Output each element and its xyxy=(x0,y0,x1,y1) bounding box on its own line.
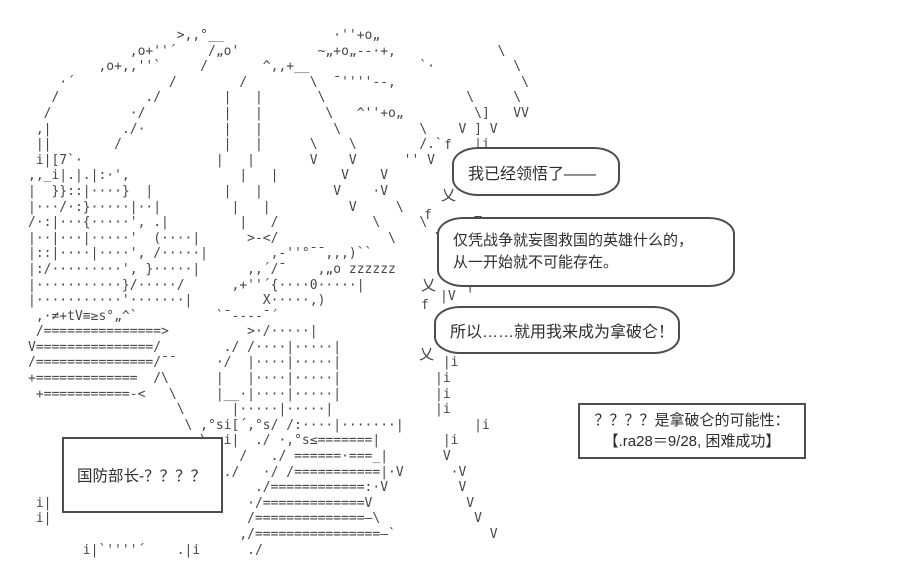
role-label-text: 国防部长-？？？？ xyxy=(77,468,207,485)
speech-bubble-2-text-line2: 从一开始就不可能存在。 xyxy=(453,254,619,271)
dice-result-box: ？？？？是拿破仑的可能性： 【.ra28＝9/28, 困难成功】 xyxy=(578,403,806,459)
speech-bubble-2-text-line1: 仅凭战争就妄图救国的英雄什么的， xyxy=(453,232,694,249)
dice-result-question: ？？？？是拿破仑的可能性： xyxy=(594,412,790,429)
dice-result-roll: 【.ra28＝9/28, 困难成功】 xyxy=(603,433,781,450)
bubble-1-tail-bottom: 乂 xyxy=(441,186,457,204)
bubble-chain-mark: |V xyxy=(440,289,456,304)
bubble-1-tail-top: f xyxy=(444,138,452,153)
speech-bubble-3-text: 所以……就用我来成为拿破仑！ xyxy=(450,324,675,341)
role-label-box: 国防部长-？？？？ xyxy=(62,437,223,513)
speech-bubble-1-text: 我已经领悟了—— xyxy=(468,165,597,183)
ascii-art-character: >,,°__ ·''+o„ ‚o+''´ /„o' ~„+o„--·+‚ \ ‚… xyxy=(28,28,529,558)
bubble-2-tail-bottom: 乂 xyxy=(421,276,437,294)
bubble-3-tail-bottom: 乂 xyxy=(419,345,435,363)
speech-bubble-2: 仅凭战争就妄图救国的英雄什么的， 从一开始就不可能存在。 xyxy=(437,217,735,287)
speech-bubble-3: 所以……就用我来成为拿破仑！ xyxy=(434,306,680,354)
speech-bubble-1: 我已经领悟了—— xyxy=(452,147,620,196)
bubble-2-tail-top: f xyxy=(424,208,432,223)
bubble-3-tail-top: f xyxy=(421,298,429,313)
